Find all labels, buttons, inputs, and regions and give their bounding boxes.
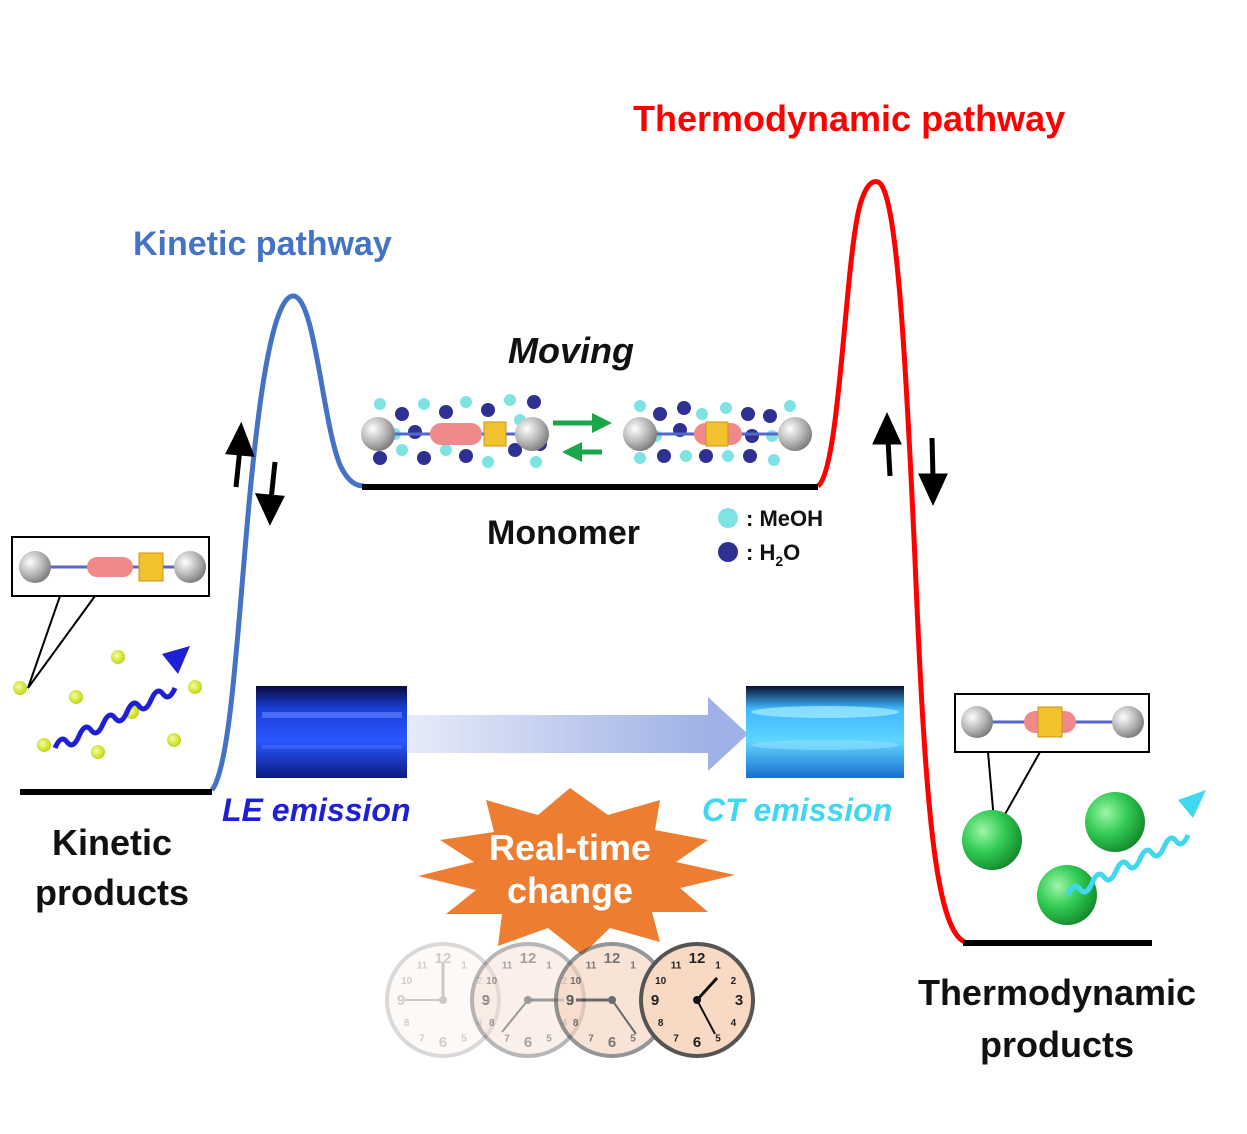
real-time-change-burst — [418, 788, 735, 955]
kinetic-products-label-line2: products — [35, 872, 189, 913]
clock-numeral: 2 — [731, 976, 737, 987]
clock-numeral: 4 — [477, 1018, 483, 1029]
clock-numeral: 9 — [651, 992, 659, 1009]
solvent-dots-left — [373, 394, 547, 468]
clock-numeral: 5 — [715, 1033, 721, 1044]
clock-numeral: 10 — [401, 976, 413, 987]
clock-numeral: 1 — [461, 961, 467, 972]
kinetic-pathway-curve — [209, 293, 365, 792]
le-emission-vial-photo — [256, 686, 407, 778]
moving-label: Moving — [508, 330, 634, 371]
clock-numeral: 1 — [630, 961, 636, 972]
clock-numeral: 10 — [486, 976, 498, 987]
clock-numeral: 8 — [404, 1018, 410, 1029]
thermodynamic-molecule-callout — [954, 693, 1150, 836]
clock-numeral: 12 — [520, 950, 537, 967]
thermodynamic-products-label-line1: Thermodynamic — [918, 972, 1196, 1013]
kinetic-products-label-line1: Kinetic — [52, 822, 172, 863]
thermodynamic-aggregate-spheres — [962, 792, 1145, 925]
kinetic-molecule-callout — [11, 536, 210, 689]
clock-numeral: 12 — [604, 950, 621, 967]
meoh-legend-label: : MeOH — [746, 506, 823, 531]
clock-numeral: 8 — [658, 1018, 664, 1029]
le-emission-wave-icon — [52, 646, 190, 750]
clock-hub — [693, 996, 701, 1004]
clock-hub — [524, 996, 532, 1004]
monomer-label: Monomer — [487, 514, 640, 552]
clock-numeral: 8 — [489, 1018, 495, 1029]
clock-sequence: 1212345678910111212345678910111212345678… — [385, 942, 755, 1058]
clock-numeral: 1 — [715, 961, 721, 972]
clock-numeral: 9 — [397, 992, 405, 1009]
clock-numeral: 10 — [655, 976, 667, 987]
clock-numeral: 7 — [504, 1033, 510, 1044]
real-time-change-line2: change — [507, 870, 633, 911]
kinetic-pathway-title: Kinetic pathway — [133, 225, 392, 263]
kinetic-up-down-arrows — [225, 421, 285, 526]
clock-numeral: 11 — [502, 961, 513, 972]
clock-numeral: 12 — [435, 950, 452, 967]
ct-emission-wave-icon — [1065, 790, 1206, 897]
clock-hand — [501, 999, 529, 1033]
clock-numeral: 6 — [608, 1034, 616, 1051]
ct-emission-label: CT emission — [702, 792, 892, 828]
clock-numeral: 11 — [671, 961, 682, 972]
clock-numeral: 3 — [735, 992, 743, 1009]
thermodynamic-up-down-arrows — [872, 411, 948, 507]
clock-numeral: 8 — [573, 1018, 579, 1029]
kinetic-aggregate-dots — [13, 650, 202, 759]
time-progression-arrow — [408, 697, 748, 771]
clock-numeral: 12 — [689, 950, 706, 967]
clock-numeral: 6 — [439, 1034, 447, 1051]
clock-numeral: 5 — [630, 1033, 636, 1044]
meoh-legend-dot — [718, 508, 738, 528]
clock-numeral: 2 — [477, 976, 483, 987]
clock-numeral: 7 — [588, 1033, 594, 1044]
clock-numeral: 9 — [482, 992, 490, 1009]
clock-4: 12 12 3 45 6 78 9 10 11 — [639, 942, 755, 1058]
clock-face — [385, 942, 501, 1058]
clock-numeral: 7 — [419, 1033, 425, 1044]
clock-numeral: 11 — [417, 961, 428, 972]
clock-numeral: 5 — [461, 1033, 467, 1044]
monomer-molecule-left — [361, 417, 549, 451]
monomer-molecule-right — [623, 417, 812, 451]
clock-numeral: 7 — [673, 1033, 679, 1044]
clock-numeral: 11 — [586, 961, 597, 972]
clock-numeral: 4 — [731, 1018, 737, 1029]
clock-hub — [439, 996, 447, 1004]
clock-hand — [611, 999, 637, 1035]
thermodynamic-pathway-curve — [816, 179, 967, 945]
real-time-change-line1: Real-time — [489, 827, 651, 868]
clock-numeral: 10 — [570, 976, 582, 987]
thermodynamic-pathway-title: Thermodynamic pathway — [633, 98, 1065, 139]
clock-numeral: 6 — [693, 1034, 701, 1051]
clock-numeral: 6 — [524, 1034, 532, 1051]
h2o-legend-label: : H2O — [746, 540, 800, 569]
le-emission-label: LE emission — [222, 792, 411, 828]
solvent-dots-right — [634, 400, 796, 466]
clock-numeral: 9 — [566, 992, 574, 1009]
clock-numeral: 5 — [546, 1033, 552, 1044]
equilibrium-arrows — [553, 413, 612, 462]
h2o-legend-dot — [718, 542, 738, 562]
clock-hand — [696, 999, 716, 1035]
clock-hand — [695, 976, 719, 1002]
clock-numeral: 3 — [481, 992, 489, 1009]
clock-numeral: 1 — [546, 961, 552, 972]
thermodynamic-products-label-line2: products — [980, 1024, 1134, 1065]
ct-emission-vial-photo — [746, 686, 904, 778]
clock-hub — [608, 996, 616, 1004]
